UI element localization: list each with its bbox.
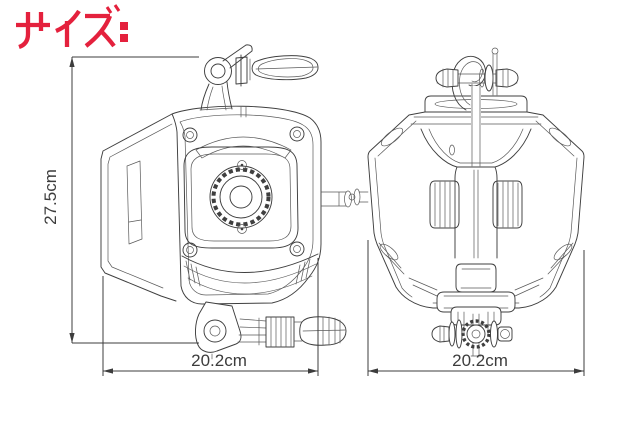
side-body-outline [367,111,585,309]
corner-bolts [182,126,305,258]
side-view [348,47,585,357]
center-yoke [420,128,532,259]
height-label: 27.5cm [41,169,60,225]
gear-knob [209,165,273,229]
front-view [100,44,352,360]
front-width-label: 20.2cm [191,351,247,370]
side-spout-end [348,188,369,206]
dimension-front-width: 20.2cm [102,258,319,376]
plate-screws [237,160,247,234]
kana-sa [16,12,50,50]
face-plate [183,146,299,249]
top-swivel-hook [199,44,319,111]
bumper-band [181,253,319,295]
wing-bracket [100,113,177,302]
kana-i [55,9,81,47]
side-width-label: 20.2cm [452,351,508,370]
shoulder-ovals [378,127,574,275]
title-colon [120,22,128,42]
page-title [16,4,128,50]
hook-strap [471,83,481,259]
bottom-hook-end-view [408,263,544,357]
bottom-hook [195,301,347,360]
ribbed-pads [429,180,523,229]
dimension-height: 27.5cm [41,56,199,344]
side-spout [320,190,352,208]
dimension-side-width: 20.2cm [367,240,585,376]
top-hook-end-view [435,47,519,111]
kana-zu [84,4,121,48]
